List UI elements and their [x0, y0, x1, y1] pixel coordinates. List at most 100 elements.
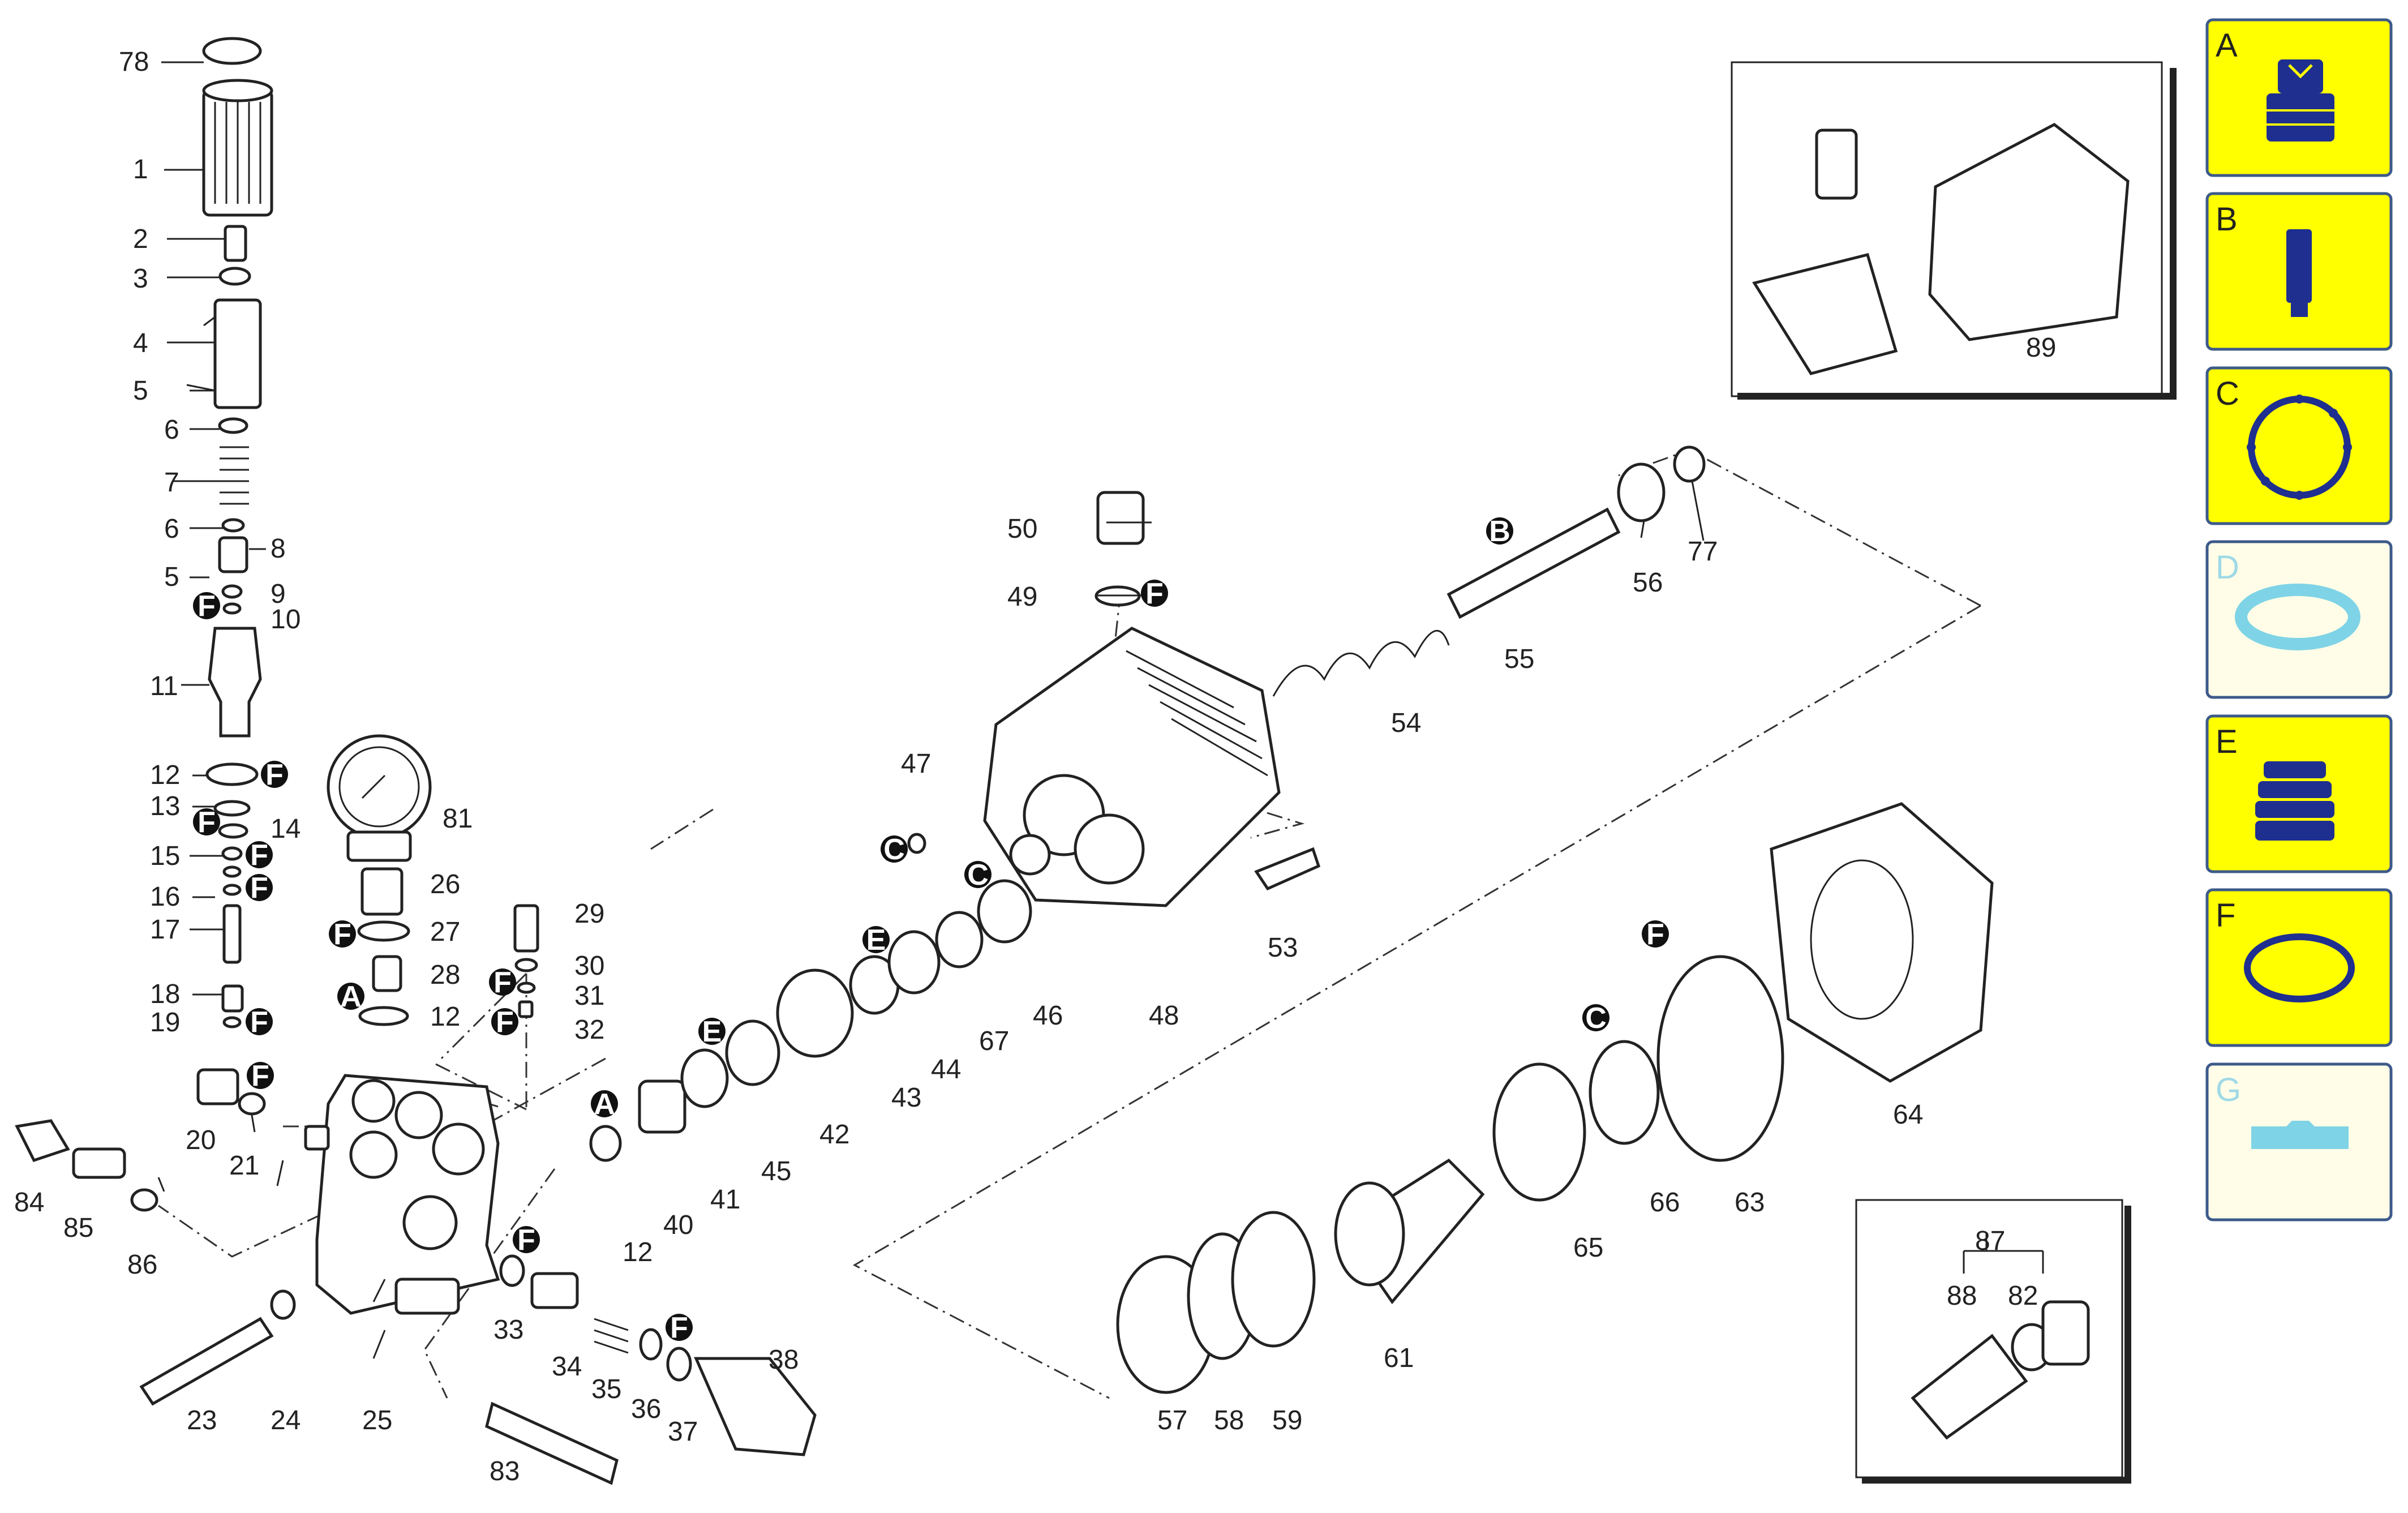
kit-marker-f: F — [193, 806, 220, 839]
kit-marker-b: B — [1486, 515, 1513, 548]
callout-5b: 5 — [164, 562, 179, 592]
legend-item-c[interactable]: C — [2205, 366, 2393, 525]
callout-32: 32 — [574, 1015, 604, 1045]
svg-text:F: F — [250, 839, 268, 872]
callout-26: 26 — [430, 869, 460, 899]
callout-87: 87 — [1975, 1226, 2005, 1256]
fittings — [15, 1119, 817, 1485]
svg-text:E: E — [2216, 723, 2238, 760]
kit-legend: A B C — [2205, 18, 2393, 1221]
legend-item-a[interactable]: A — [2205, 18, 2393, 177]
svg-text:C: C — [1585, 1002, 1607, 1035]
svg-text:F: F — [251, 1060, 269, 1092]
callout-leaders — [157, 61, 2044, 1359]
svg-text:C: C — [967, 859, 989, 891]
callout-10: 10 — [271, 605, 301, 635]
callout-31: 31 — [574, 981, 604, 1011]
callout-6b: 6 — [164, 514, 179, 544]
svg-text:E: E — [702, 1015, 722, 1048]
callout-43: 43 — [891, 1083, 921, 1113]
kit-marker-f: F — [193, 590, 220, 623]
callout-48: 48 — [1149, 1001, 1179, 1031]
callout-7: 7 — [164, 468, 179, 498]
callout-numbers: 78 1 2 3 4 5 6 7 6 8 5 9 10 11 12 13 14 … — [14, 47, 2056, 1486]
svg-text:E: E — [866, 924, 886, 957]
callout-46: 46 — [1033, 1001, 1063, 1031]
plunger-spring — [1272, 445, 1706, 697]
callout-85: 85 — [63, 1213, 93, 1243]
callout-30: 30 — [574, 951, 604, 981]
svg-text:F: F — [493, 966, 512, 999]
callout-54: 54 — [1391, 708, 1421, 738]
callout-28: 28 — [430, 960, 460, 990]
callout-86: 86 — [127, 1250, 157, 1280]
callout-27: 27 — [430, 917, 460, 947]
callout-61: 61 — [1384, 1343, 1414, 1373]
svg-text:F: F — [517, 1224, 535, 1257]
callout-42: 42 — [819, 1120, 849, 1150]
callout-35: 35 — [591, 1374, 621, 1404]
callout-36: 36 — [631, 1394, 661, 1424]
callout-19: 19 — [150, 1008, 180, 1038]
kit-marker-a: A — [337, 980, 364, 1013]
kit-marker-f: F — [1642, 918, 1669, 951]
callout-63: 63 — [1735, 1188, 1765, 1218]
kit-marker-f: F — [666, 1311, 693, 1344]
bellows-seal-icon — [2255, 761, 2334, 841]
callout-38: 38 — [769, 1345, 799, 1375]
callout-1: 1 — [133, 155, 148, 185]
callout-13: 13 — [150, 791, 180, 821]
callout-50: 50 — [1007, 514, 1037, 544]
kit-marker-c: C — [1582, 1002, 1609, 1035]
kit-marker-f: F — [491, 1006, 518, 1039]
legend-item-e[interactable]: E — [2205, 714, 2393, 873]
kit-marker-a: A — [591, 1088, 618, 1121]
legend-item-b[interactable]: B — [2205, 192, 2393, 351]
callout-88: 88 — [1947, 1281, 1977, 1311]
callout-8: 8 — [271, 534, 286, 564]
inset-nozzle — [1855, 1199, 2131, 1484]
callout-81: 81 — [443, 804, 473, 834]
legend-item-d[interactable]: D — [2205, 540, 2393, 699]
callout-12: 12 — [150, 760, 180, 790]
callout-57: 57 — [1157, 1405, 1187, 1435]
svg-text:F: F — [198, 806, 216, 839]
callout-59: 59 — [1272, 1405, 1302, 1435]
kit-marker-f: F — [246, 1006, 273, 1039]
svg-text:D: D — [2216, 549, 2239, 586]
legend-item-g[interactable]: G — [2205, 1062, 2393, 1221]
callout-12c: 12 — [623, 1237, 653, 1267]
legend-item-f[interactable]: F — [2205, 888, 2393, 1047]
svg-text:F: F — [670, 1311, 688, 1344]
callout-18: 18 — [150, 979, 180, 1009]
svg-text:F: F — [250, 1006, 268, 1039]
callout-58: 58 — [1214, 1405, 1244, 1435]
kit-marker-f: F — [246, 872, 273, 905]
gauge-parts — [327, 734, 539, 1026]
unloader-stack — [186, 37, 273, 1028]
kit-marker-f: F — [246, 839, 273, 872]
seal-kit-icon — [2267, 59, 2334, 142]
kit-marker-e: E — [698, 1015, 726, 1048]
callout-17: 17 — [150, 915, 180, 945]
svg-text:F: F — [198, 590, 216, 623]
svg-text:F: F — [333, 918, 351, 951]
svg-text:F: F — [250, 872, 268, 905]
svg-text:F: F — [1145, 577, 1164, 610]
callout-34: 34 — [552, 1352, 582, 1382]
callout-65: 65 — [1573, 1233, 1603, 1263]
crankcase-body — [983, 491, 1321, 907]
svg-text:F: F — [265, 758, 284, 791]
callout-44: 44 — [931, 1055, 961, 1085]
callout-23: 23 — [187, 1405, 217, 1435]
callout-55: 55 — [1504, 644, 1534, 674]
kit-marker-f: F — [513, 1224, 540, 1257]
kit-markers: F F F F F F F A F F F F A E E C C F C B … — [193, 515, 1669, 1344]
svg-text:A: A — [340, 980, 362, 1013]
callout-56: 56 — [1633, 568, 1663, 598]
svg-text:G: G — [2216, 1071, 2241, 1108]
svg-text:F: F — [1646, 918, 1664, 951]
callout-66: 66 — [1650, 1188, 1680, 1218]
inset-pump-assembly — [1731, 61, 2177, 400]
